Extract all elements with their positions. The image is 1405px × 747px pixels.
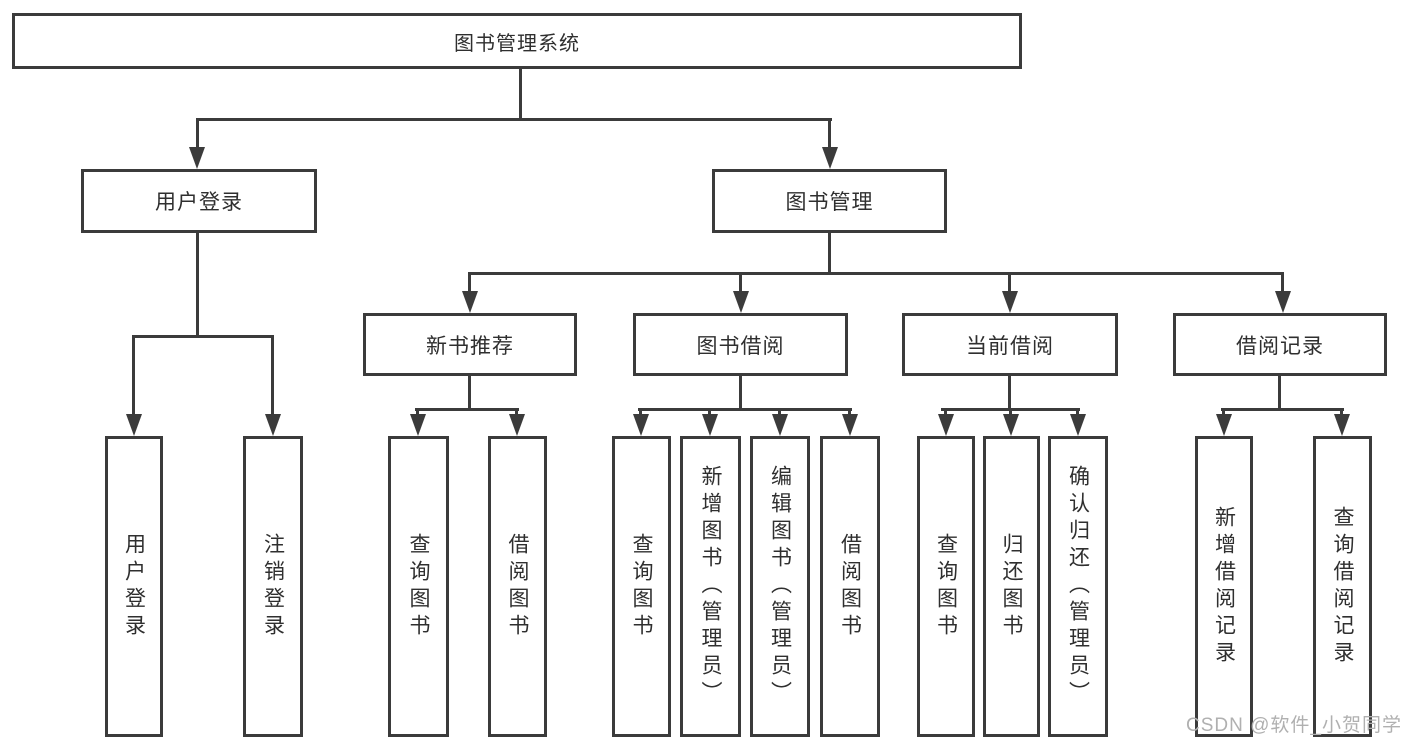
arrow-down-icon <box>189 147 205 169</box>
leaf-return-books: 归还图书 <box>983 436 1040 737</box>
arrow-down-icon <box>733 291 749 313</box>
connector-line <box>639 408 642 416</box>
connector-line <box>1278 376 1281 408</box>
arrow-down-icon <box>772 414 788 436</box>
connector-line <box>416 408 419 416</box>
node-library-system: 图书管理系统 <box>12 13 1022 69</box>
connector-line <box>271 335 274 416</box>
leaf-query-borrow-record: 查询借阅记录 <box>1313 436 1372 737</box>
connector-line <box>1008 376 1011 408</box>
connector-line <box>739 376 742 408</box>
node-current-borrowing: 当前借阅 <box>902 313 1118 376</box>
arrow-down-icon <box>938 414 954 436</box>
leaf-query-books: 查询图书 <box>917 436 975 737</box>
arrow-down-icon <box>1216 414 1232 436</box>
arrow-down-icon <box>1003 414 1019 436</box>
connector-line <box>132 335 135 416</box>
connector-line <box>828 118 831 149</box>
leaf-confirm-return-admin: 确认归还（管理员） <box>1048 436 1108 737</box>
leaf-query-books: 查询图书 <box>388 436 449 737</box>
leaf-borrow-books: 借阅图书 <box>820 436 880 737</box>
connector-line <box>638 408 852 411</box>
connector-line <box>739 275 742 291</box>
arrow-down-icon <box>265 414 281 436</box>
connector-line <box>1076 408 1079 416</box>
connector-line <box>519 69 522 118</box>
connector-line <box>196 118 199 149</box>
arrow-down-icon <box>462 291 478 313</box>
arrow-down-icon <box>702 414 718 436</box>
connector-line <box>1221 408 1344 411</box>
connector-line <box>1281 275 1284 291</box>
connector-line <box>1340 408 1343 416</box>
watermark-text: CSDN @软件_小贺同学 <box>1186 715 1402 736</box>
connector-line <box>708 408 711 416</box>
connector-line <box>515 408 518 416</box>
arrow-down-icon <box>1070 414 1086 436</box>
connector-line <box>828 233 831 272</box>
arrow-down-icon <box>410 414 426 436</box>
connector-line <box>944 408 947 416</box>
arrow-down-icon <box>1002 291 1018 313</box>
connector-line <box>1008 275 1011 291</box>
arrow-down-icon <box>633 414 649 436</box>
leaf-logout: 注销登录 <box>243 436 303 737</box>
leaf-user-login: 用户登录 <box>105 436 163 737</box>
arrow-down-icon <box>842 414 858 436</box>
leaf-add-borrow-record: 新增借阅记录 <box>1195 436 1253 737</box>
leaf-query-books: 查询图书 <box>612 436 671 737</box>
connector-line <box>415 408 519 411</box>
arrow-down-icon <box>1275 291 1291 313</box>
connector-line <box>196 233 199 335</box>
connector-line <box>468 275 471 291</box>
connector-line <box>468 272 1284 275</box>
connector-line <box>132 335 274 338</box>
arrow-down-icon <box>822 147 838 169</box>
connector-line <box>196 118 832 121</box>
node-borrowing-records: 借阅记录 <box>1173 313 1387 376</box>
arrow-down-icon <box>1334 414 1350 436</box>
leaf-add-books-admin: 新增图书（管理员） <box>680 436 741 737</box>
connector-line <box>1222 408 1225 416</box>
leaf-borrow-books: 借阅图书 <box>488 436 547 737</box>
connector-line <box>468 376 471 408</box>
connector-line <box>1009 408 1012 416</box>
node-book-management: 图书管理 <box>712 169 947 233</box>
arrow-down-icon <box>126 414 142 436</box>
arrow-down-icon <box>509 414 525 436</box>
node-new-book-recommendation: 新书推荐 <box>363 313 577 376</box>
node-book-borrowing: 图书借阅 <box>633 313 848 376</box>
leaf-edit-books-admin: 编辑图书（管理员） <box>750 436 810 737</box>
node-user-login: 用户登录 <box>81 169 317 233</box>
connector-line <box>848 408 851 416</box>
connector-line <box>778 408 781 416</box>
